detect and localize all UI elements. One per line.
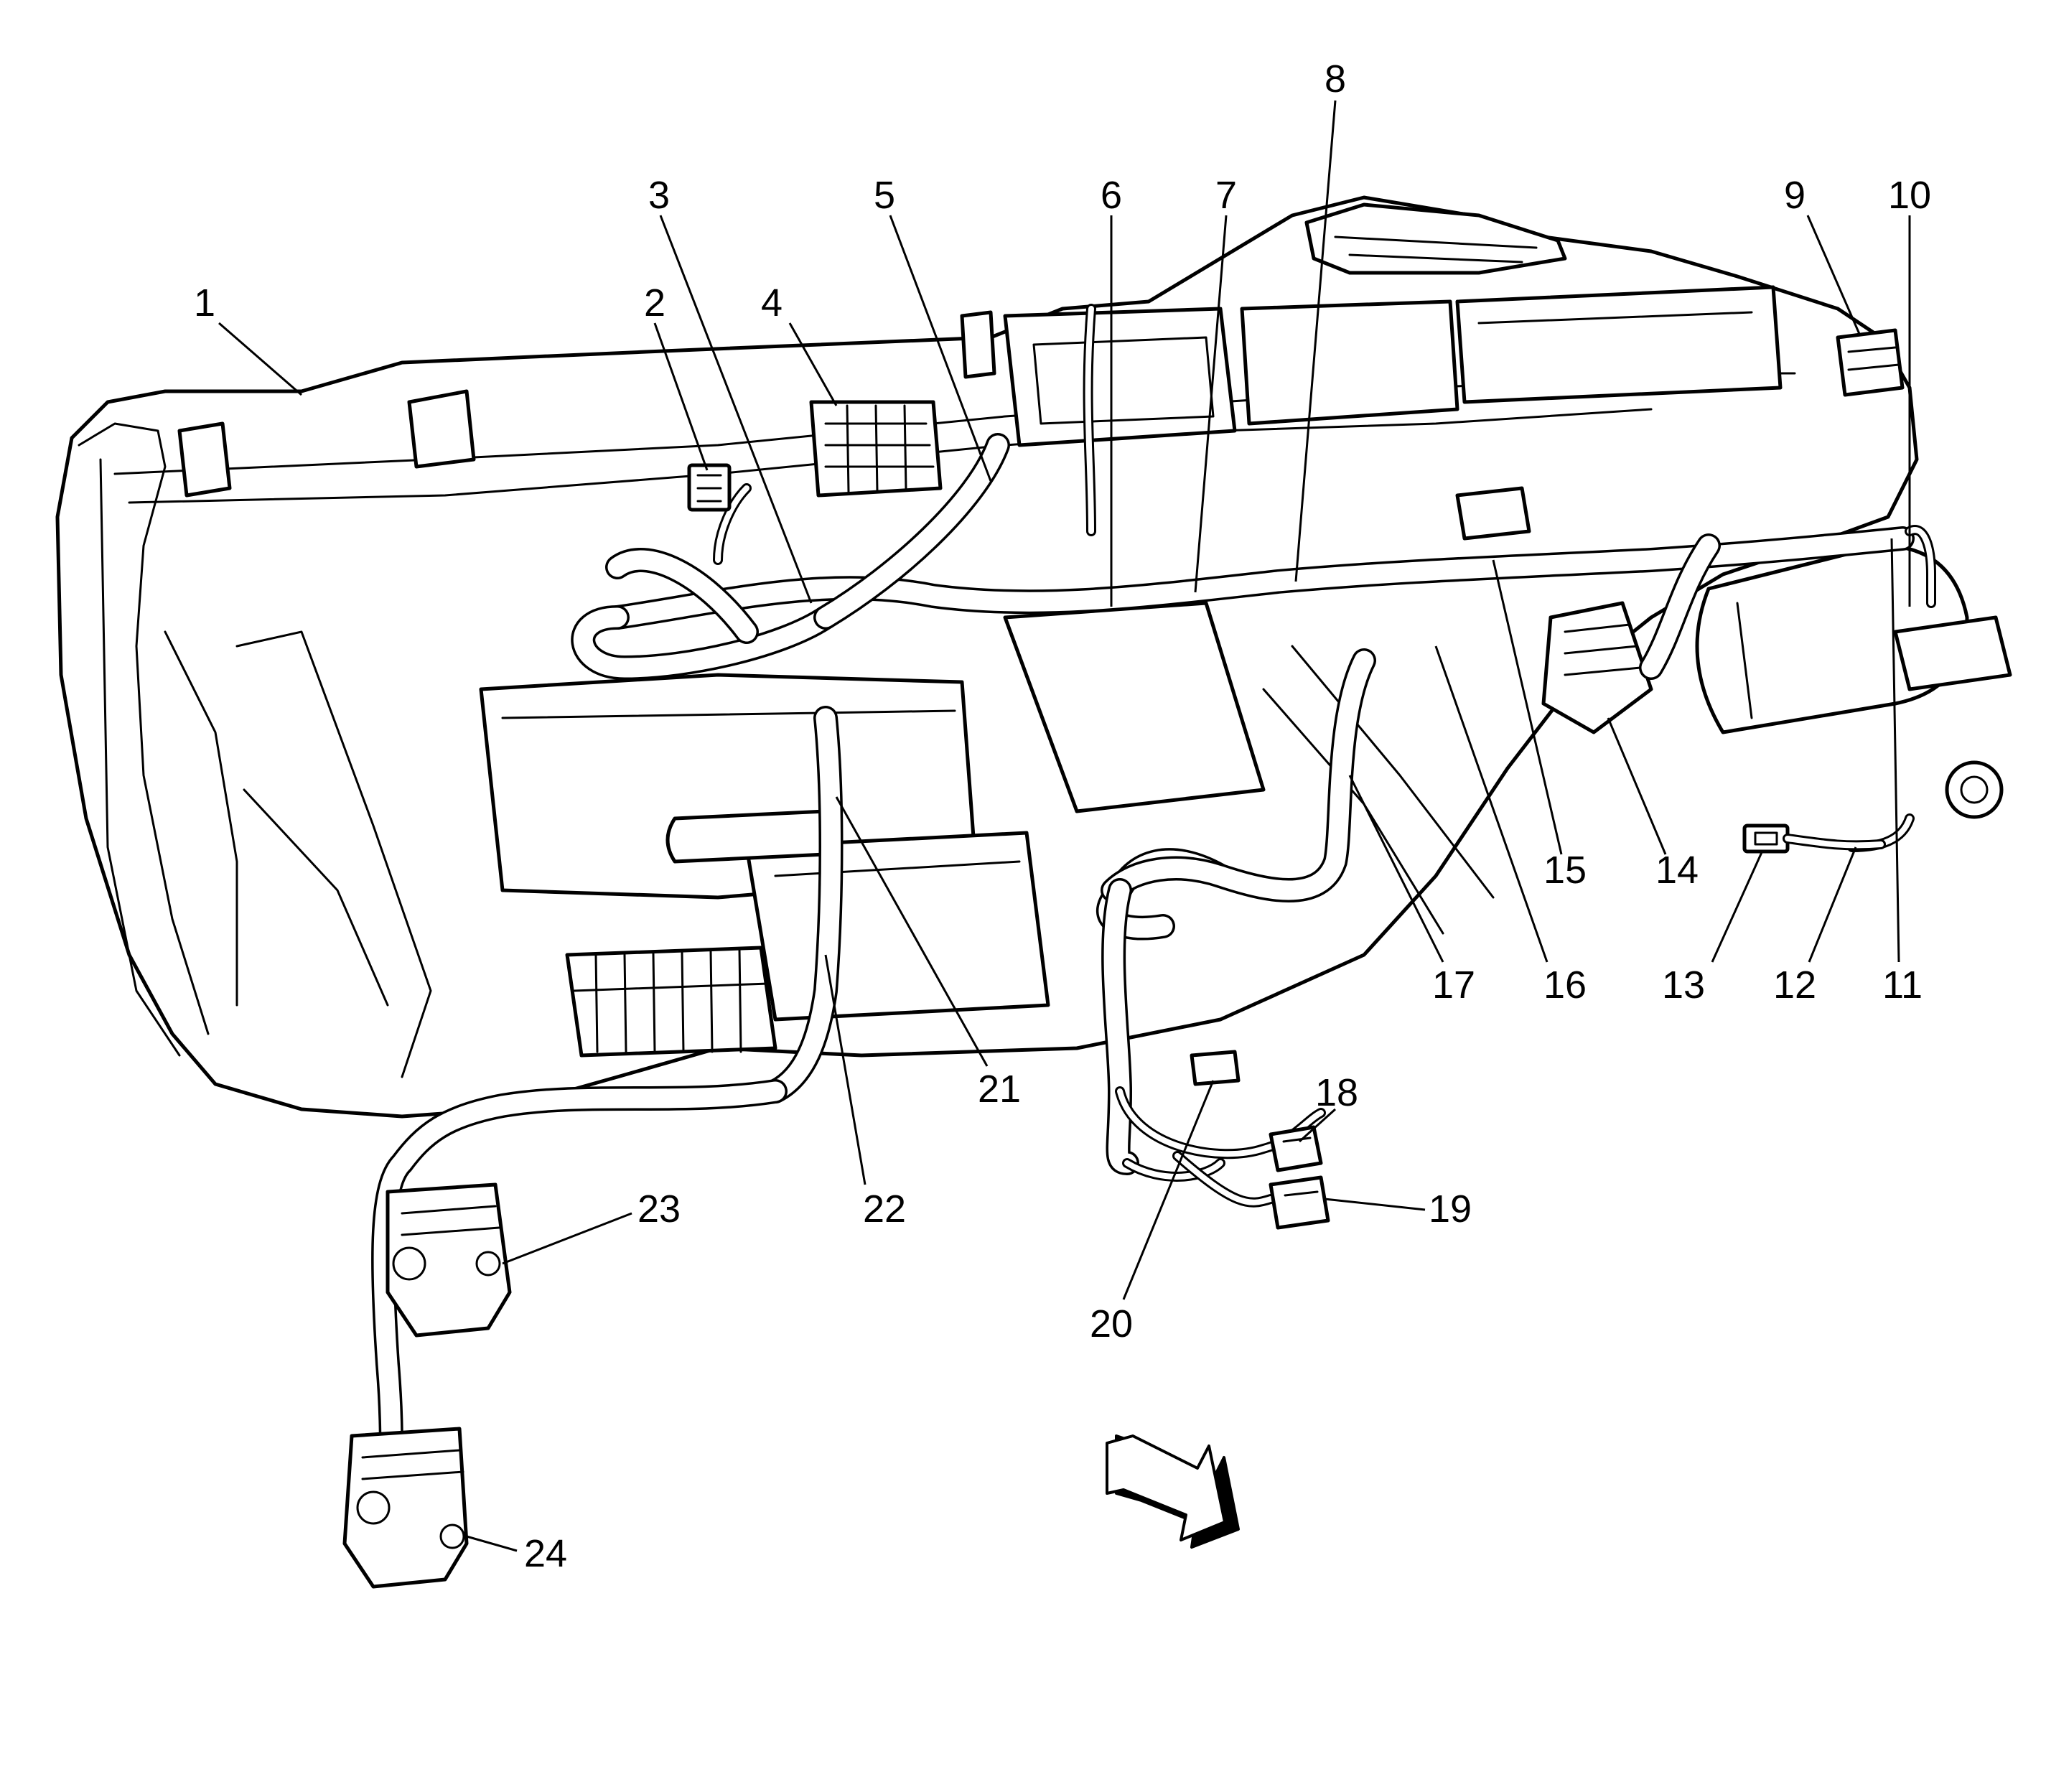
callout-18: 18 [1315,1071,1358,1114]
callout-17: 17 [1432,963,1475,1007]
callout-20: 20 [1090,1302,1133,1345]
leader-lines [218,100,1911,1552]
callout-9: 9 [1784,174,1806,217]
callout-15: 15 [1543,849,1587,892]
callout-12: 12 [1773,963,1816,1007]
harness-trunks [371,433,1915,1477]
instrument-panel-carrier [55,195,2012,1119]
callout-5: 5 [874,174,895,217]
components [177,328,1905,1589]
callout-13: 13 [1662,963,1705,1007]
callout-14: 14 [1655,849,1699,892]
callout-11: 11 [1882,963,1923,1007]
callout-23: 23 [637,1187,681,1231]
callout-22: 22 [863,1187,906,1231]
callout-3: 3 [648,174,670,217]
callout-16: 16 [1543,963,1587,1007]
callout-21: 21 [978,1068,1021,1111]
callout-19: 19 [1429,1187,1472,1231]
callout-8: 8 [1325,57,1346,101]
callout-labels: 1 2 3 4 5 6 7 8 9 10 11 12 13 14 15 16 1… [194,57,1931,1575]
direction-arrow-icon [1106,1434,1240,1549]
callout-1: 1 [194,281,215,325]
callout-2: 2 [644,281,665,325]
callout-7: 7 [1215,174,1237,217]
callout-24: 24 [524,1532,567,1575]
wires [713,304,1936,1208]
callout-10: 10 [1888,174,1931,217]
callout-6: 6 [1101,174,1122,217]
callout-4: 4 [761,281,783,325]
